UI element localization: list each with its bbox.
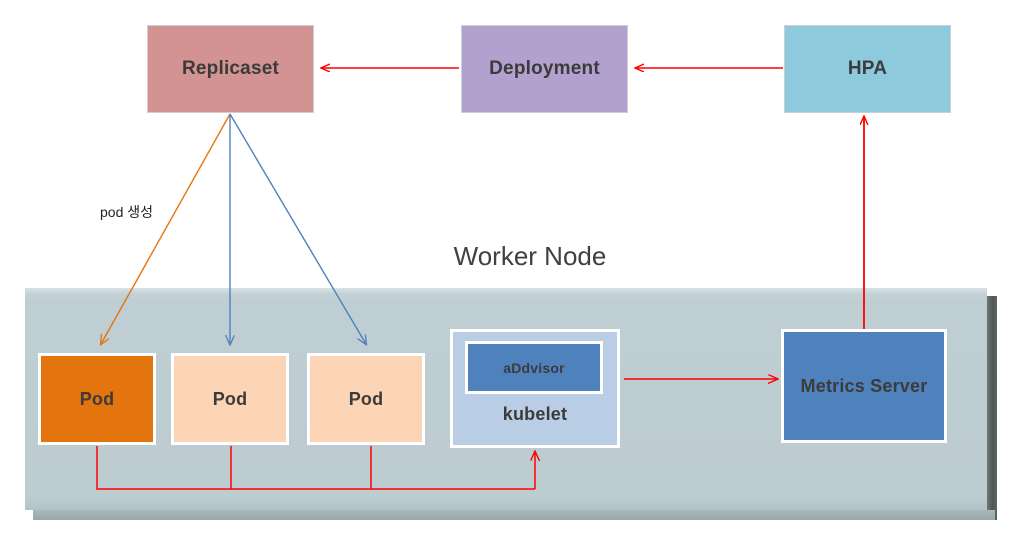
node-kubelet-label: kubelet xyxy=(502,404,568,424)
node-kubelet[interactable]: aDdvisor kubelet xyxy=(450,329,620,448)
edge-replicaset-to-pod-1 xyxy=(101,113,231,344)
worker-node-bottom-bevel xyxy=(33,510,995,520)
annotation-pod-create: pod 생성 xyxy=(100,204,154,220)
node-advisor[interactable]: aDdvisor xyxy=(465,341,603,394)
node-deployment[interactable]: Deployment xyxy=(461,25,628,113)
worker-node-title: Worker Node xyxy=(453,241,607,271)
node-metrics-server[interactable]: Metrics Server xyxy=(781,329,947,443)
node-replicaset[interactable]: Replicaset xyxy=(147,25,314,113)
worker-node-top-bevel xyxy=(25,288,987,293)
node-pod-3[interactable]: Pod xyxy=(307,353,425,445)
node-hpa[interactable]: HPA xyxy=(784,25,951,113)
edge-replicaset-to-pod-3 xyxy=(229,113,366,344)
worker-node-right-bevel xyxy=(987,296,997,520)
node-pod-1[interactable]: Pod xyxy=(38,353,156,445)
node-pod-2[interactable]: Pod xyxy=(171,353,289,445)
